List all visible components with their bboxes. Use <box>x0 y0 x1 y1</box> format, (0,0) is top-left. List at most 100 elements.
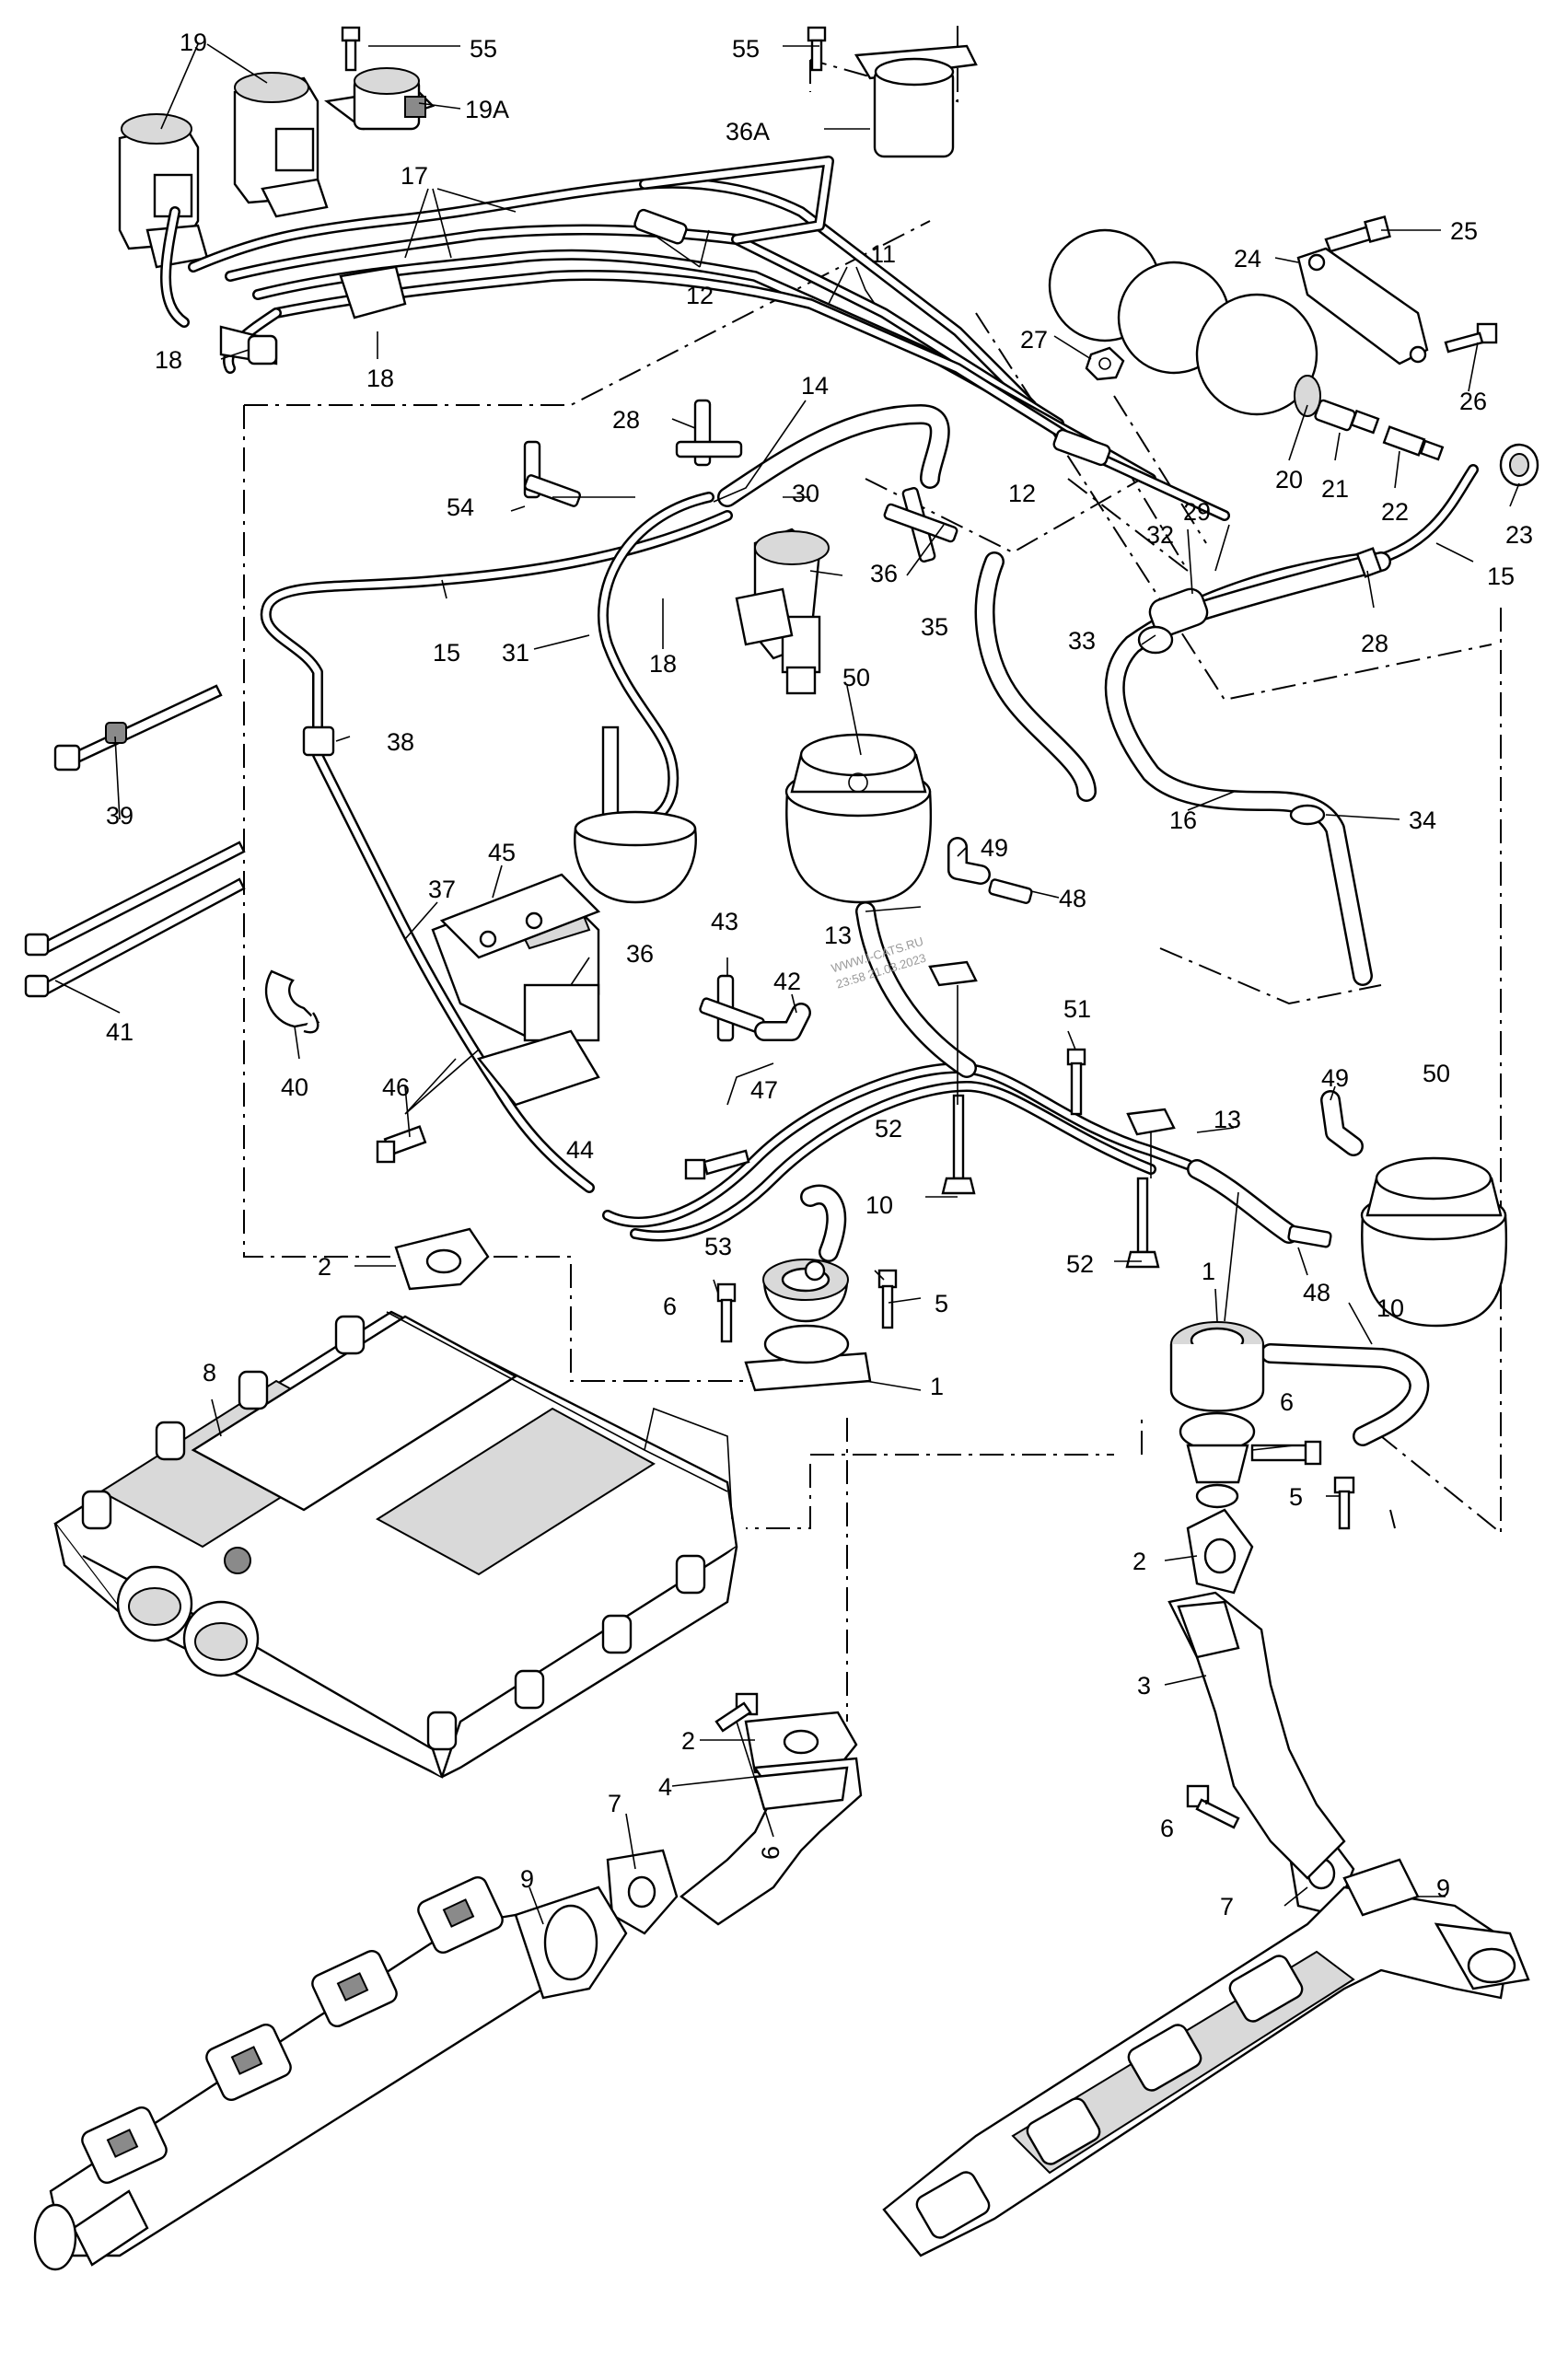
callout-38: 38 <box>387 728 414 756</box>
hose-connector-18-mid[interactable] <box>339 265 407 319</box>
callout-35: 35 <box>921 613 948 641</box>
vacuum-unit-50-lower[interactable] <box>1360 1156 1508 1328</box>
callout-46: 46 <box>382 1073 410 1101</box>
callout-49-upper: 49 <box>981 834 1008 862</box>
bracket-24[interactable] <box>1296 247 1429 365</box>
solenoid-valve-36a[interactable] <box>854 44 978 158</box>
callout-10-right: 10 <box>1376 1294 1404 1322</box>
callout-36a: 36A <box>726 118 770 145</box>
gasket-7-left[interactable] <box>606 1849 679 1935</box>
vacuum-reservoir-20[interactable] <box>1048 228 1321 417</box>
callout-2-right: 2 <box>1132 1548 1146 1575</box>
solenoid-valve-right[interactable] <box>233 72 329 218</box>
callout-7-right: 7 <box>1220 1893 1234 1920</box>
check-valve-22[interactable] <box>1382 425 1445 461</box>
screw-6-mid[interactable] <box>714 1692 759 1733</box>
gasket-2-right[interactable] <box>1186 1508 1254 1595</box>
callout-12-upper: 12 <box>686 282 714 309</box>
check-valve-32[interactable] <box>1146 586 1211 639</box>
hose-13 <box>855 901 1299 1244</box>
callout-52-left: 52 <box>875 1115 902 1143</box>
callout-48-upper: 48 <box>1059 885 1086 912</box>
t-connector-28[interactable] <box>675 399 743 467</box>
callout-55-left: 55 <box>470 35 497 63</box>
bolt-52-right[interactable] <box>1125 1177 1160 1269</box>
gasket-2-upper[interactable] <box>394 1227 490 1291</box>
egr-valve-right[interactable] <box>1169 1321 1265 1509</box>
bolt-51[interactable] <box>1066 1048 1086 1116</box>
hose-connector-12[interactable] <box>633 208 1111 467</box>
clip-38[interactable] <box>302 725 335 757</box>
callout-52-right: 52 <box>1066 1250 1094 1278</box>
callout-24: 24 <box>1234 245 1261 273</box>
hose-37 <box>312 749 595 1193</box>
callout-34: 34 <box>1409 806 1436 834</box>
bolt-53[interactable] <box>684 1149 750 1180</box>
callout-15-right: 15 <box>1487 563 1515 590</box>
elbow-connector-49[interactable] <box>947 837 1364 1156</box>
bracket-45[interactable] <box>439 873 601 959</box>
callout-9-left: 9 <box>520 1865 534 1893</box>
callout-18-left: 18 <box>155 346 182 374</box>
intake-manifold-8[interactable] <box>53 1310 738 1779</box>
callout-33: 33 <box>1068 627 1096 655</box>
screw-6-lower-right[interactable] <box>1186 1784 1240 1829</box>
egr-pipe-3[interactable] <box>1167 1591 1346 1880</box>
cap-23[interactable] <box>1499 443 1539 487</box>
bolt-52-left[interactable] <box>941 1094 976 1195</box>
screw-5-left[interactable] <box>877 1269 898 1329</box>
gasket-2-lower[interactable] <box>744 1711 858 1774</box>
bracket-13-top[interactable] <box>928 960 1176 1178</box>
callout-28-right: 28 <box>1361 630 1388 657</box>
bolt-25[interactable] <box>1324 215 1391 253</box>
callout-6-right: 6 <box>1280 1388 1294 1416</box>
fitting-21[interactable] <box>1314 399 1380 435</box>
pressure-converter-36-upper[interactable] <box>735 528 830 695</box>
egr-valve-left[interactable] <box>744 1259 872 1392</box>
screw-5-right[interactable] <box>1333 1476 1355 1530</box>
callout-19a: 19A <box>465 96 509 123</box>
nut-27[interactable] <box>1085 346 1125 381</box>
vacuum-diaphragm-upper[interactable] <box>574 725 697 904</box>
vacuum-hose-15-left <box>260 510 733 742</box>
bolt-55-right[interactable] <box>807 26 827 72</box>
exhaust-manifold-left[interactable] <box>33 1874 628 2271</box>
elbow-connector-54[interactable] <box>523 440 582 507</box>
leader-lines <box>54 43 1520 1925</box>
callout-36-upper: 36 <box>870 560 898 587</box>
elbow-connector-42[interactable] <box>754 1003 811 1041</box>
clip-40[interactable] <box>264 969 320 1034</box>
cable-tie-39[interactable] <box>53 684 223 772</box>
t-connector-35[interactable] <box>883 486 958 563</box>
callout-2-upper: 2 <box>318 1253 331 1281</box>
exhaust-manifold-right[interactable] <box>882 1858 1530 2257</box>
hose-sleeve-34[interactable] <box>1289 804 1326 826</box>
callout-22: 22 <box>1381 498 1409 526</box>
callout-20: 20 <box>1275 466 1303 493</box>
egr-pipe-4[interactable] <box>679 1757 863 1926</box>
bolt-46[interactable] <box>376 1125 427 1164</box>
callout-19: 19 <box>180 29 207 56</box>
callout-36-lower: 36 <box>626 940 654 968</box>
callout-4: 4 <box>658 1773 672 1801</box>
callout-labels: 19 55 19A 55 36A 17 12 11 18 18 25 24 27… <box>106 29 1533 1920</box>
callout-14: 14 <box>801 372 829 400</box>
screw-6-right[interactable] <box>1250 1440 1322 1466</box>
fitting-33[interactable] <box>1137 625 1174 655</box>
vacuum-line-bundle <box>160 156 1230 521</box>
vacuum-unit-50-upper[interactable] <box>784 733 933 904</box>
callout-32: 32 <box>1146 521 1174 549</box>
callout-2-lower: 2 <box>681 1727 695 1755</box>
hose-clamp-28[interactable] <box>1355 547 1383 578</box>
check-valve-48[interactable] <box>988 878 1332 1248</box>
callout-28-upper: 28 <box>612 406 640 434</box>
cable-tie-41[interactable] <box>24 841 246 998</box>
screw-6-left[interactable] <box>716 1282 737 1343</box>
bolt-26[interactable] <box>1444 322 1498 354</box>
solenoid-valve-19a[interactable] <box>324 67 436 131</box>
callout-50-lower: 50 <box>1423 1060 1450 1087</box>
callout-13-upper: 13 <box>824 922 852 949</box>
callout-3: 3 <box>1137 1672 1151 1700</box>
callout-18-mid: 18 <box>366 365 394 392</box>
bolt-55-left[interactable] <box>341 26 361 72</box>
